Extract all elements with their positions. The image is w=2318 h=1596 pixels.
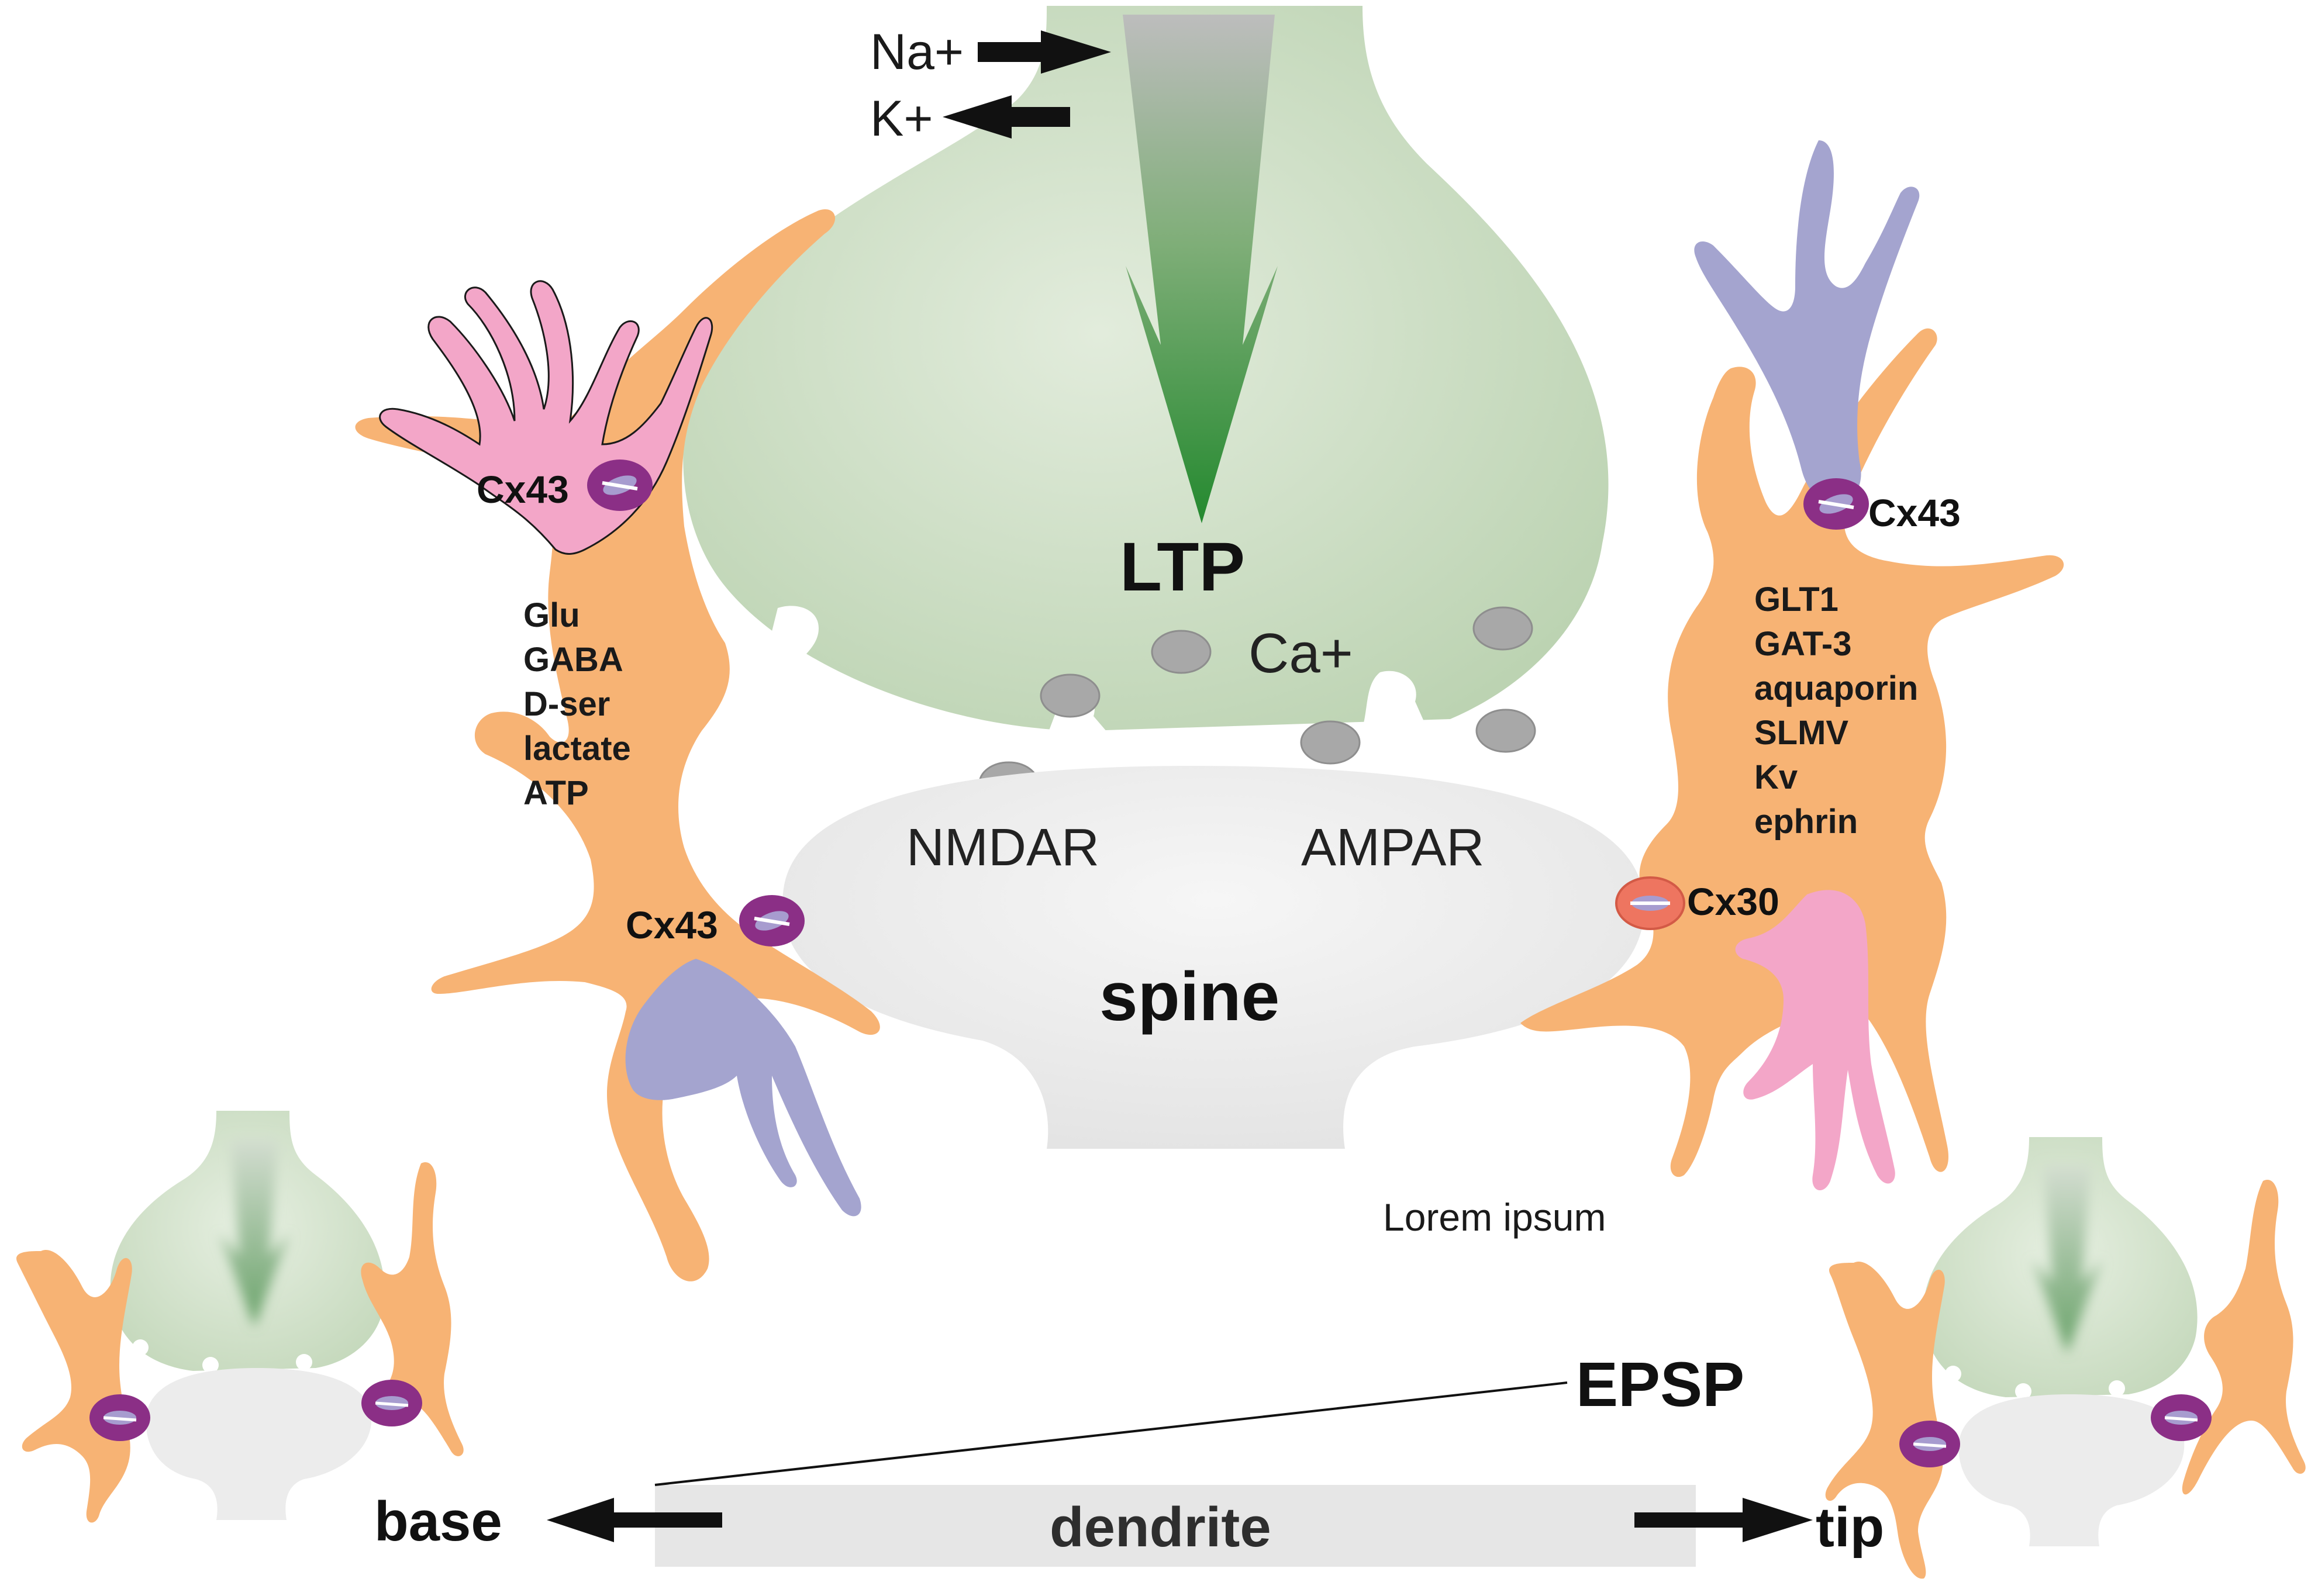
small-arrow-right — [2032, 1166, 2102, 1353]
small-astrocyte-left-b — [361, 1162, 464, 1456]
cx43-label-right: Cx43 — [1868, 491, 1961, 534]
small-astrocyte-left-a — [16, 1250, 132, 1523]
vesicle — [1151, 630, 1212, 674]
left-astrocyte-process — [355, 209, 880, 1281]
right-pink-process — [1735, 890, 1895, 1191]
spine-label: spine — [1099, 958, 1279, 1035]
ampar-label: AMPAR — [1301, 818, 1484, 877]
presynaptic-terminal — [683, 6, 1609, 731]
tip-arrow — [1634, 1498, 1813, 1542]
small-synapse-left — [16, 1111, 464, 1523]
vesicle — [1300, 720, 1361, 765]
lorem-ipsum-label: Lorem ipsum — [1383, 1196, 1606, 1239]
vesicle — [1475, 709, 1536, 753]
left-purple-process — [625, 959, 861, 1217]
right-list-item: GLT1 — [1754, 581, 1838, 619]
dendrite-bar — [655, 1485, 1696, 1567]
right-list-item: SLMV — [1754, 714, 1848, 752]
ltp-arrow — [1123, 15, 1278, 523]
ltp-label: LTP — [1120, 528, 1245, 606]
vesicle — [1040, 673, 1101, 718]
left-list-item: lactate — [523, 730, 631, 768]
right-list-item: GAT-3 — [1754, 625, 1852, 663]
k-arrow — [943, 95, 1070, 139]
left-list-item: ATP — [523, 774, 589, 812]
small-cx43-left-b — [361, 1380, 422, 1426]
vesicle — [1472, 606, 1533, 651]
left-list-item: Glu — [523, 596, 580, 634]
small-astrocyte-right-b — [2182, 1180, 2306, 1495]
epsp-label: EPSP — [1576, 1349, 1744, 1419]
small-cx43-right-a — [1899, 1421, 1960, 1467]
cx43-channel-left-bottom — [739, 895, 805, 946]
k-label: K+ — [870, 91, 933, 147]
cx43-label-left-bottom: Cx43 — [626, 903, 718, 946]
dendritic-spine — [782, 766, 1644, 1149]
epsp-line — [654, 1381, 1568, 1486]
small-cx43-left-a — [89, 1394, 150, 1441]
small-spine-left — [146, 1368, 372, 1520]
small-cx43-right-b — [2151, 1394, 2212, 1441]
cx30-label: Cx30 — [1687, 880, 1779, 923]
cx30-channel — [1615, 876, 1685, 930]
cx43-channel-left-top — [587, 460, 653, 511]
small-synapse-right — [1825, 1137, 2306, 1579]
base-label: base — [374, 1490, 502, 1553]
small-arrow-left — [219, 1140, 289, 1327]
ca-label: Ca+ — [1248, 622, 1353, 685]
right-list-item: aquaporin — [1754, 669, 1918, 707]
base-arrow — [547, 1498, 722, 1542]
cx43-channel-right — [1803, 478, 1869, 530]
tip-label: tip — [1816, 1496, 1884, 1559]
na-label: Na+ — [870, 24, 964, 80]
cx43-label-left-top: Cx43 — [477, 468, 569, 511]
dendrite-label: dendrite — [1050, 1496, 1271, 1559]
na-arrow — [978, 30, 1111, 74]
left-list-item: D-ser — [523, 685, 610, 723]
small-astrocyte-right-a — [1825, 1262, 1945, 1579]
right-purple-process — [1694, 140, 1920, 503]
nmdar-label: NMDAR — [906, 818, 1099, 877]
left-list-item: GABA — [523, 641, 623, 679]
right-astrocyte-process — [1520, 328, 2064, 1177]
right-list-item: ephrin — [1754, 803, 1858, 841]
right-list-item: Kv — [1754, 758, 1798, 796]
small-spine-right — [1958, 1394, 2185, 1546]
